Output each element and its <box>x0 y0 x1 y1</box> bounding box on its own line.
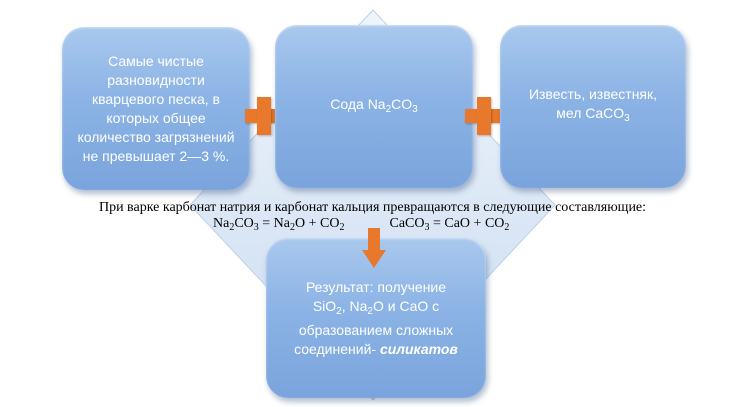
limestone-decomposition-formula: CaCO3 = CaO + CO2 <box>389 216 510 233</box>
plus-icon <box>465 97 503 135</box>
reaction-formulas: Na2CO3 = Na2O + CO2 CaCO3 = CaO + CO2 <box>213 216 613 236</box>
reaction-caption: При варке карбонат натрия и карбонат кал… <box>98 200 647 215</box>
lime-text: Известь, известняк, мел CaCO3 <box>528 86 658 124</box>
soda-box: Сода Na2CO3 <box>275 25 473 188</box>
soda-text: Сода Na2CO3 <box>330 95 418 115</box>
soda-decomposition-formula: Na2CO3 = Na2O + CO2 <box>213 216 345 233</box>
plus-icon <box>245 97 283 135</box>
quartz-sand-text: Самые чистые разновидности кварцевого пе… <box>77 52 235 164</box>
result-text: Результат: получение SiO2, Na2O и CaO с … <box>294 278 458 357</box>
quartz-sand-box: Самые чистые разновидности кварцевого пе… <box>62 27 250 190</box>
arrow-down-icon <box>362 228 386 268</box>
lime-box: Известь, известняк, мел CaCO3 <box>500 25 686 188</box>
